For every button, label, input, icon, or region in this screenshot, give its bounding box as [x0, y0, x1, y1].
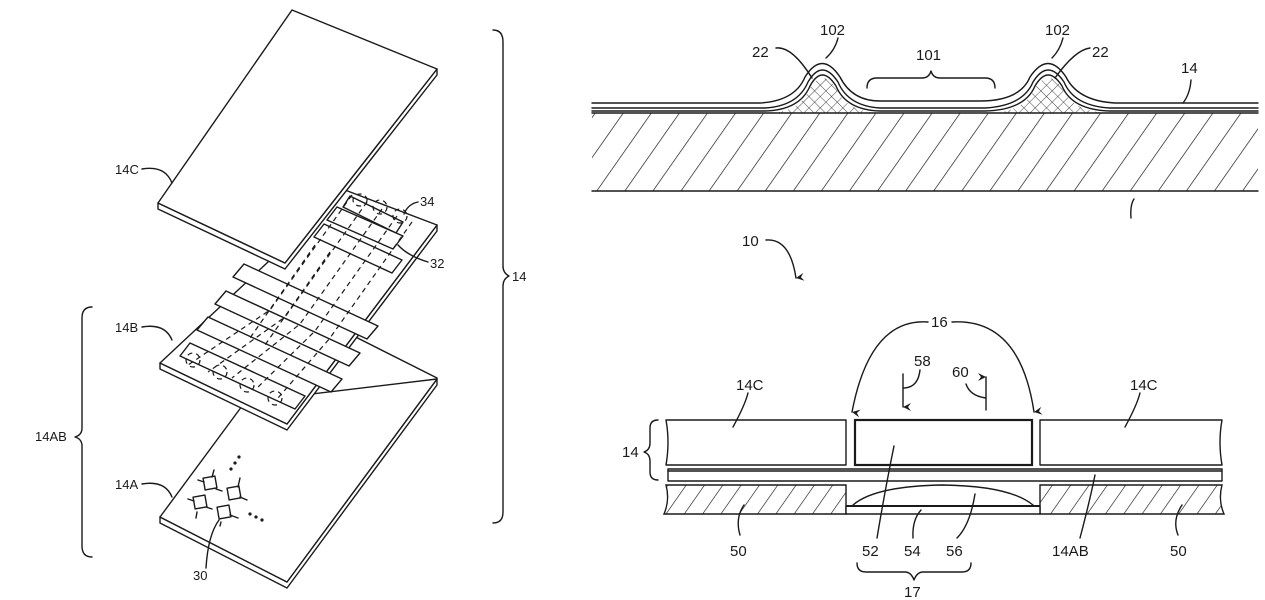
inner-stack-14ab: [667, 468, 1223, 482]
filler-22-left: [770, 78, 880, 113]
pixel-array: [187, 455, 264, 527]
key-member-52: [853, 418, 1034, 467]
leader-34: [403, 201, 419, 215]
label-32: 32: [430, 256, 444, 271]
arrow-16-left: [851, 321, 929, 418]
leader-56: [956, 493, 976, 539]
label-14b: 14B: [115, 320, 138, 335]
label-30: 30: [193, 568, 207, 583]
label-14a: 14A: [115, 477, 138, 492]
display-layer-outer: [591, 62, 1259, 104]
label-102-right: 102: [1045, 22, 1070, 39]
label-50-left: 50: [730, 543, 747, 560]
leader-14-top: [1182, 79, 1192, 104]
device-pointer: 10: [742, 233, 805, 281]
display-layer-mid: [591, 69, 1259, 109]
layer-14c: [157, 9, 438, 270]
leader-substrate: [1130, 198, 1135, 219]
leader-102-right: [1051, 37, 1064, 59]
leader-58: [902, 369, 921, 389]
brace-101: [866, 70, 996, 89]
leader-50-right: [1175, 504, 1183, 536]
leader-14c-left: [732, 392, 749, 428]
leader-30: [205, 519, 220, 569]
leader-22-left: [775, 47, 813, 79]
label-58: 58: [914, 353, 931, 370]
label-14c-left: 14C: [736, 377, 764, 394]
leader-14c-right: [1124, 392, 1141, 428]
label-14ab: 14AB: [1052, 543, 1089, 560]
label-14-bottom: 14: [622, 444, 639, 461]
housing-50-left: [662, 484, 847, 515]
layer-14b: [159, 189, 438, 431]
leader-14b: [141, 325, 173, 341]
substrate: [592, 113, 1258, 191]
leader-14ab: [1079, 474, 1096, 539]
brace-14ab: [74, 306, 93, 558]
brace-14-bottom: [643, 419, 659, 481]
label-14c-right: 14C: [1130, 377, 1158, 394]
label-56: 56: [946, 543, 963, 560]
label-14-exploded: 14: [512, 269, 526, 284]
leader-32: [397, 244, 429, 263]
sensor-54: [845, 505, 1041, 515]
label-16: 16: [931, 314, 948, 331]
label-60: 60: [952, 364, 969, 381]
leader-22-right: [1054, 47, 1091, 79]
display-layer-inner: [591, 74, 1259, 112]
label-17: 17: [904, 584, 921, 600]
leader-14a: [141, 482, 173, 498]
label-54: 54: [904, 543, 921, 560]
exploded-view: 14C 14B 14A 34 32 30 14AB 14: [35, 9, 526, 589]
label-22-left: 22: [752, 44, 769, 61]
label-101: 101: [916, 47, 941, 64]
dome-56: [852, 484, 1034, 506]
label-34: 34: [420, 194, 434, 209]
leader-60: [965, 383, 987, 399]
label-102-left: 102: [820, 22, 845, 39]
cross-section-top: 102 22 101 102 22 14: [591, 22, 1259, 219]
leader-102-left: [825, 37, 839, 59]
brace-14: [492, 29, 510, 524]
electrode-columns: [185, 193, 413, 406]
cover-14c-right: [1039, 419, 1223, 466]
cross-section-bottom: 14 16 58 60 14C 14C 50 52 54 56 14AB 50: [622, 314, 1226, 600]
leader-50-left: [737, 504, 745, 536]
leader-52: [876, 445, 895, 539]
label-22-right: 22: [1092, 44, 1109, 61]
arrow-16-right: [951, 321, 1043, 415]
electrode-rows: [179, 195, 404, 410]
filler-22-right: [990, 78, 1110, 113]
leader-54: [912, 509, 922, 539]
layer-14a: [159, 313, 438, 589]
label-52: 52: [862, 543, 879, 560]
housing-50-right: [1039, 484, 1226, 515]
label-14ab: 14AB: [35, 429, 67, 444]
label-10: 10: [742, 233, 759, 250]
leader-14c: [141, 167, 173, 184]
label-50-right: 50: [1170, 543, 1187, 560]
label-14-top: 14: [1181, 60, 1198, 77]
cover-14c-left: [665, 419, 847, 466]
brace-17: [856, 562, 972, 581]
label-14c: 14C: [115, 162, 139, 177]
